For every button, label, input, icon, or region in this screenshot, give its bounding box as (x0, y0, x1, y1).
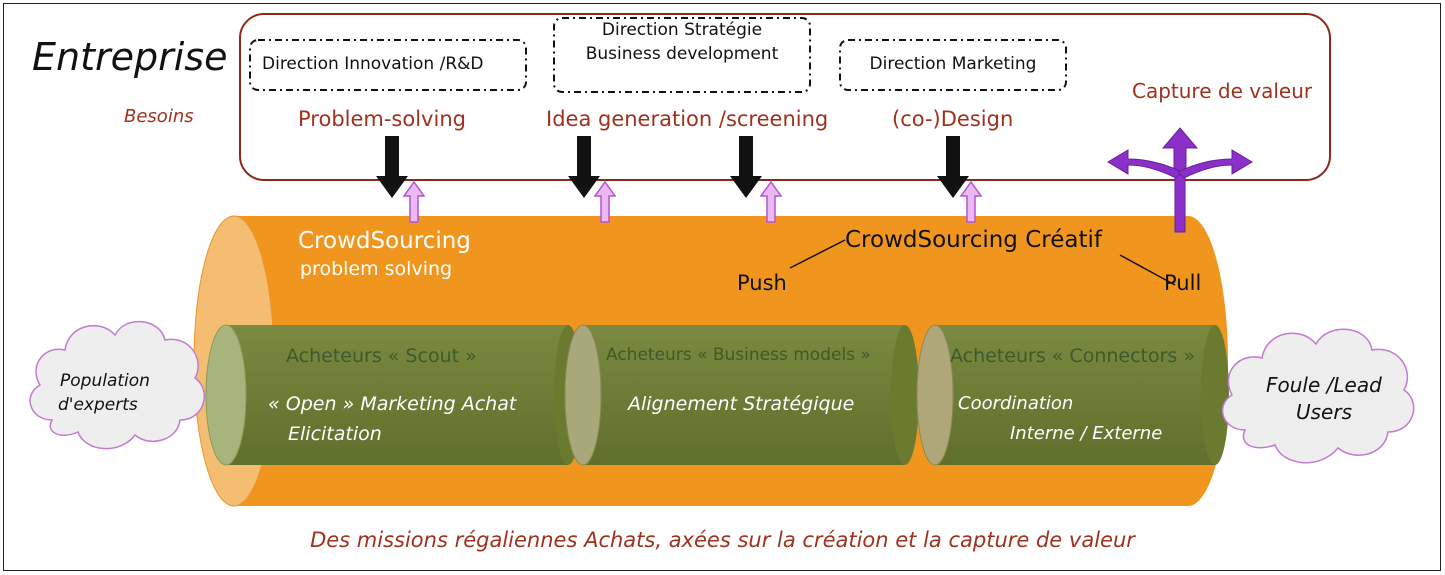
segment-business-models (583, 325, 905, 465)
footer-caption: Des missions régaliennes Achats, axées s… (310, 528, 1135, 552)
enterprise-title: Entreprise (32, 35, 228, 79)
segment-scout-cap (205, 324, 247, 466)
direction-business-dev: Business development (585, 44, 779, 64)
segment-connectors-cap (916, 324, 954, 466)
value-capture-arrow (1107, 127, 1253, 233)
segment-business-models-end (891, 325, 919, 465)
segment-connectors-line1: Coordination (958, 393, 1074, 414)
pink-arrows (402, 180, 983, 223)
direction-strategie: Direction Stratégie (601, 20, 763, 40)
need-co-design: (co-)Design (892, 107, 1014, 131)
pink-arrow-2 (593, 180, 617, 223)
segment-scout-title: Acheteurs « Scout » (286, 345, 477, 367)
segment-connectors-title: Acheteurs « Connectors » (950, 345, 1195, 367)
segment-scout-line1: « Open » Marketing Achat (268, 393, 517, 415)
value-capture-label: Capture de valeur (1132, 79, 1313, 103)
direction-innovation-box (249, 39, 527, 91)
direction-innovation: Direction Innovation /R&D (262, 54, 484, 74)
segment-scout (226, 325, 568, 465)
black-arrow-1 (376, 136, 408, 198)
diagram-frame (3, 3, 1441, 571)
direction-strategie-box (553, 17, 811, 93)
crowdsourcing-creatif: CrowdSourcing Créatif (845, 227, 1102, 253)
push-line (789, 239, 846, 269)
segment-business-models-cap (564, 324, 602, 466)
enterprise-box (239, 13, 1331, 181)
segment-business-models-title: Acheteurs « Business models » (606, 345, 871, 365)
crowdsourcing-title: CrowdSourcing (298, 228, 471, 254)
black-arrow-3 (730, 136, 762, 198)
cloud-left-line1: Population (60, 371, 150, 391)
cloud-right (1221, 328, 1415, 464)
segment-connectors (935, 325, 1215, 465)
segment-connectors-end (1201, 325, 1229, 465)
crowdsourcing-sub: problem solving (300, 258, 453, 280)
pull-label: Pull (1164, 271, 1202, 295)
needs-label: Besoins (124, 106, 194, 127)
cloud-left-line2: d'experts (58, 395, 138, 415)
black-arrows (376, 136, 969, 198)
segment-scout-line2: Elicitation (288, 423, 382, 445)
cloud-left (29, 320, 205, 450)
pink-arrow-4 (959, 180, 983, 223)
push-label: Push (737, 271, 787, 295)
pink-arrow-3 (759, 180, 783, 223)
segment-business-models-line1: Alignement Stratégique (628, 393, 855, 415)
black-arrow-4 (937, 136, 969, 198)
pink-arrow-1 (402, 180, 426, 223)
segment-connectors-line2: Interne / Externe (1010, 423, 1163, 444)
need-idea-generation: Idea generation /screening (546, 107, 829, 131)
direction-marketing: Direction Marketing (869, 54, 1037, 74)
cloud-right-line2: Users (1296, 400, 1353, 424)
black-arrow-2 (568, 136, 600, 198)
cloud-right-line1: Foule /Lead (1266, 373, 1382, 397)
pull-line (1119, 254, 1176, 286)
direction-marketing-box (839, 39, 1067, 91)
need-problem-solving: Problem-solving (298, 107, 466, 131)
